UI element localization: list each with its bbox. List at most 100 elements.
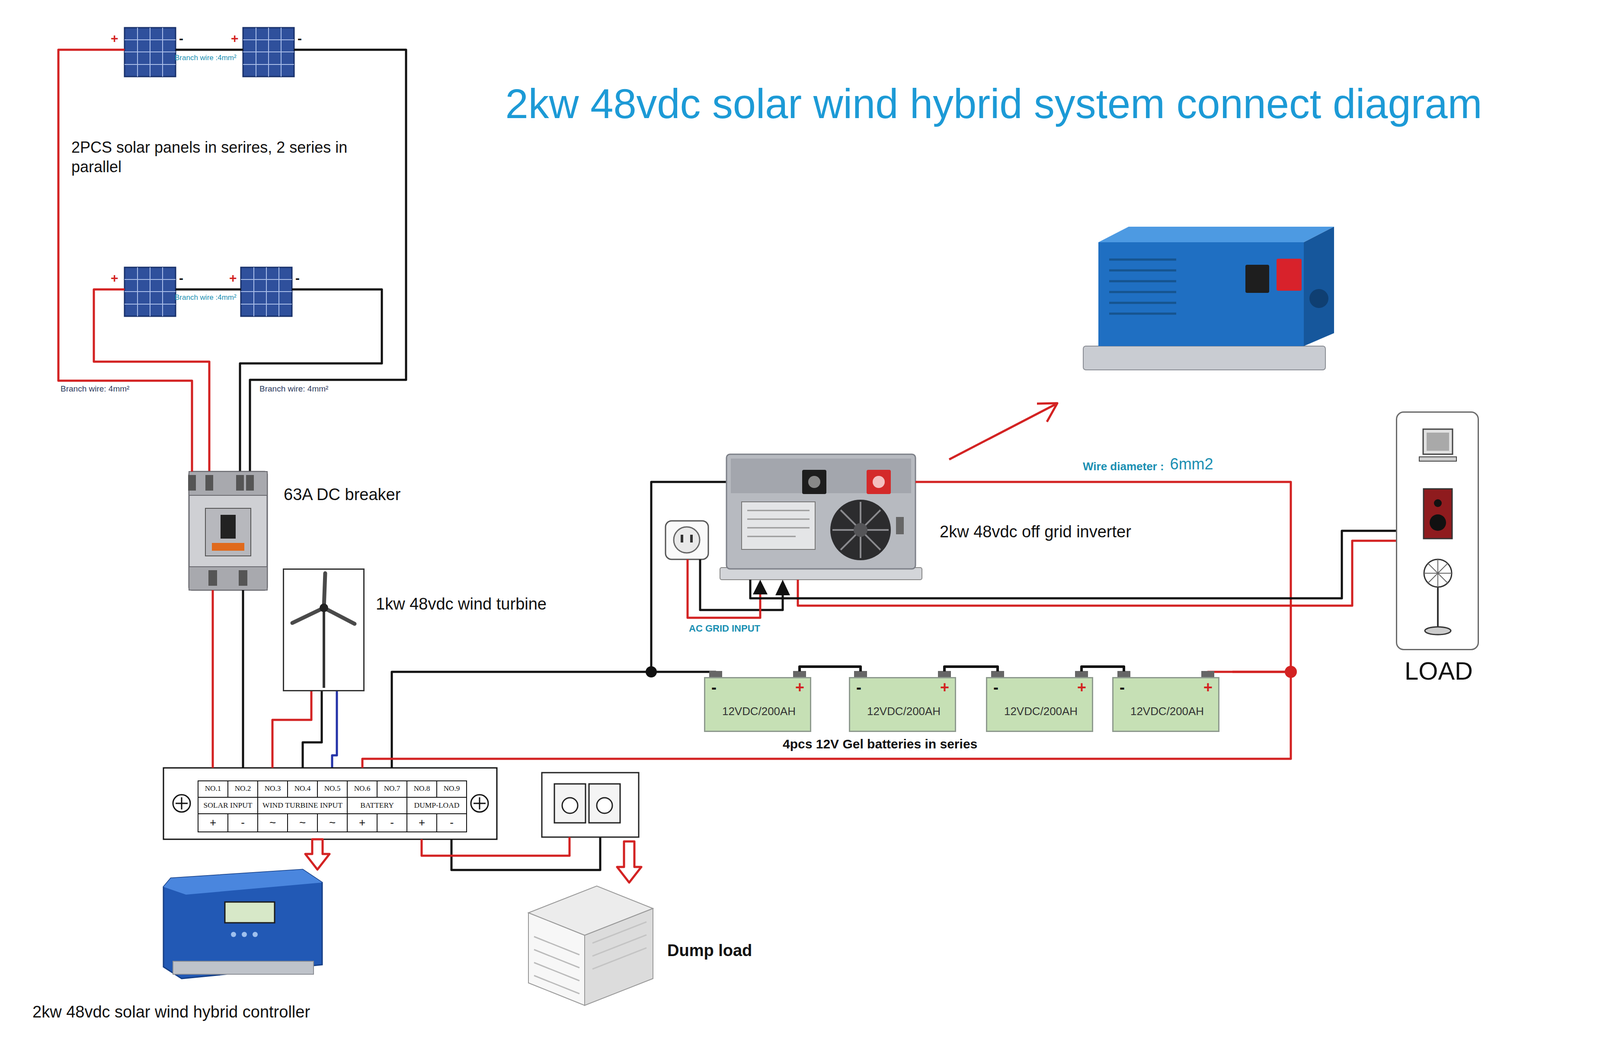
inverter: 2kw 48vdc off grid inverter xyxy=(726,454,916,580)
terminal-block-body xyxy=(198,796,467,814)
terminal-block-body xyxy=(163,767,497,839)
component-label: 2kw 48vdc solar wind hybrid controller xyxy=(32,1002,311,1022)
wire-connector xyxy=(212,589,214,768)
controller-unit xyxy=(163,869,323,979)
terminal-group: SOLAR INPUT xyxy=(198,800,258,810)
panel-wiring xyxy=(175,48,244,52)
wire-spec: 6mm2 xyxy=(1170,454,1214,473)
battery-polarity: - xyxy=(1119,679,1125,695)
dc-breaker-body xyxy=(220,514,236,539)
dump-terminal-box xyxy=(541,772,639,837)
load-icons xyxy=(1436,586,1439,628)
terminal-block-body xyxy=(227,813,437,832)
inverter-unit xyxy=(853,522,868,537)
battery-rating: 12VDC/200AH xyxy=(987,704,1095,718)
wire-line xyxy=(191,389,194,472)
inverter-photo xyxy=(1109,259,1177,314)
battery-bank: 4pcs 12V Gel batteries in series12VDC/20… xyxy=(696,668,1233,736)
inverter-photo xyxy=(1276,258,1302,291)
inverter-photo xyxy=(1245,264,1270,293)
ac-socket-body xyxy=(680,534,684,543)
load-icons xyxy=(1424,559,1452,587)
component-label: 1kw 48vdc wind turbine xyxy=(375,594,547,614)
terminal-number: NO.2 xyxy=(227,784,258,793)
wire-line xyxy=(211,589,215,768)
wire-line xyxy=(272,691,312,768)
dump-terminal-box xyxy=(596,797,613,813)
dc-breaker-body xyxy=(188,474,196,491)
wire-line xyxy=(750,530,1396,599)
battery-terminal xyxy=(854,670,868,678)
controller-unit xyxy=(163,869,323,979)
component-label: 2kw 48vdc off grid inverter xyxy=(939,522,1132,542)
component-label: LOAD xyxy=(1397,656,1481,686)
dc-breaker-body xyxy=(205,508,251,556)
component-label: 4pcs 12V Gel batteries in series xyxy=(782,736,978,752)
terminal-number: NO.7 xyxy=(377,784,407,793)
load-icons xyxy=(1419,456,1457,461)
battery-polarity: + xyxy=(1203,679,1213,695)
dump-wiring xyxy=(451,836,601,870)
dump-load-unit xyxy=(528,885,653,1005)
inverter-photo xyxy=(1098,242,1304,346)
load-icons xyxy=(1424,559,1452,587)
terminal-group: WIND TURBINE INPUT xyxy=(257,800,348,810)
terminal-block-body xyxy=(163,767,497,839)
dc-breaker-body xyxy=(205,474,214,491)
controller-unit xyxy=(230,931,237,937)
breaker-wiring xyxy=(242,589,245,768)
terminal-block-body xyxy=(227,780,437,797)
battery: 12VDC/200AH-+ xyxy=(1112,676,1220,732)
terminal-polarity: + xyxy=(198,816,228,829)
inverter-unit xyxy=(726,454,916,569)
series-link xyxy=(799,666,1124,672)
battery-polarity: + xyxy=(1077,679,1087,695)
ac-wiring xyxy=(775,579,791,596)
load-icons xyxy=(1424,626,1451,635)
panel-wiring xyxy=(93,289,210,472)
signal-arrow xyxy=(617,841,642,883)
ac-socket-body xyxy=(665,520,709,560)
wire-connector xyxy=(687,559,768,618)
inverter-unit xyxy=(802,469,827,494)
load-wiring xyxy=(797,540,1396,606)
terminal-polarity: - xyxy=(377,816,407,829)
terminal-polarity: - xyxy=(227,816,258,829)
wire-connector xyxy=(192,389,193,472)
wire-connector xyxy=(750,530,1396,599)
battery: 12VDC/200AH-+ xyxy=(985,676,1094,732)
diagram-title: 2kw 48vdc solar wind hybrid system conne… xyxy=(409,80,1578,128)
wire-line xyxy=(421,836,570,856)
wind-turbine-box: 1kw 48vdc wind turbine xyxy=(282,568,365,692)
polarity-sign: - xyxy=(179,32,184,45)
polarity-sign: + xyxy=(230,32,239,45)
controller-unit xyxy=(252,931,258,937)
terminal-polarity: + xyxy=(406,816,437,829)
terminal-block-body xyxy=(175,796,486,810)
hybrid-controller: 2kw 48vdc solar wind hybrid controller xyxy=(163,869,323,980)
terminal-polarity: ~ xyxy=(257,816,288,829)
pointer-arrow xyxy=(1036,403,1058,422)
junction-dot xyxy=(645,665,657,678)
load-icons xyxy=(1419,428,1457,635)
junction-dot xyxy=(645,665,1297,678)
panel-wiring xyxy=(249,49,407,472)
load-icons xyxy=(1429,514,1447,531)
polarity-sign: + xyxy=(229,271,237,285)
wire-spec: Wire diameter : xyxy=(1082,460,1165,474)
solar-array: 2PCS solar panels in serires, 2 series i… xyxy=(51,17,416,390)
polarity-sign: + xyxy=(110,271,119,285)
dc-breaker-body xyxy=(188,566,268,590)
dump-load-unit xyxy=(528,912,585,1005)
series-link xyxy=(1081,666,1124,672)
pointer-arrow xyxy=(949,404,1056,460)
terminal-number: NO.8 xyxy=(406,784,437,793)
battery-polarity: - xyxy=(711,679,717,695)
load-icons xyxy=(1423,428,1453,455)
load-icons xyxy=(1423,488,1453,539)
pointer-arrow xyxy=(949,403,1058,460)
terminal-number: NO.5 xyxy=(317,784,348,793)
load-icons xyxy=(1426,432,1450,451)
terminal-polarity: - xyxy=(436,816,467,829)
wire-spec: Branch wire: 4mm² xyxy=(60,384,130,394)
